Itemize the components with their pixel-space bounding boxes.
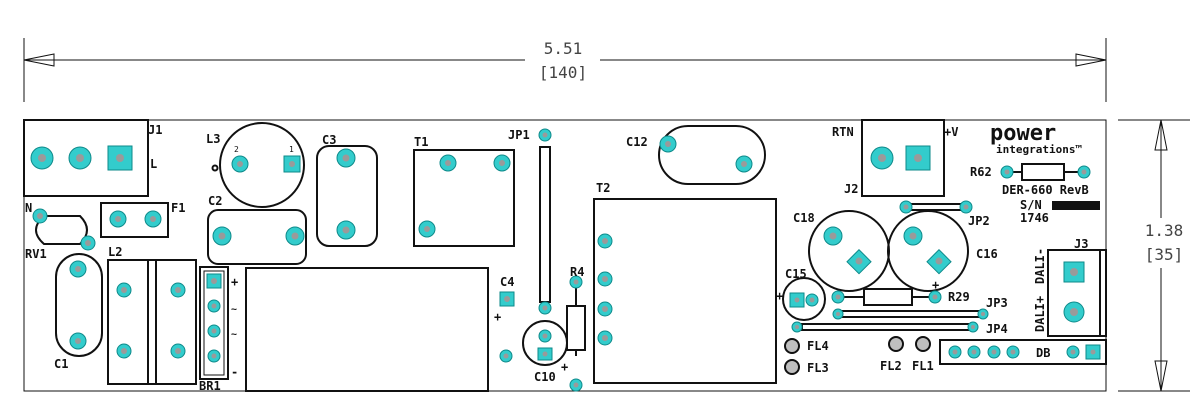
logo-integrations: integrations™ <box>996 143 1082 156</box>
label-c12: C12 <box>626 135 648 149</box>
c10-capacitor: + C10 <box>522 320 583 392</box>
c12-capacitor: C12 <box>626 125 766 185</box>
label-f1: F1 <box>171 201 185 215</box>
label-r62: R62 <box>970 165 992 179</box>
f1-fuse: F1 <box>100 201 185 238</box>
c4-capacitor: + C4 <box>494 275 515 363</box>
power-integrations-logo: power integrations™ <box>990 121 1082 156</box>
svg-text:+: + <box>776 289 783 303</box>
jp3-jumper: JP3 <box>832 296 1008 320</box>
jp4-jumper: JP4 <box>791 321 1008 336</box>
label-fl2: FL2 <box>880 359 902 373</box>
label-c10: C10 <box>534 370 556 384</box>
board-info: DER-660 RevB S/N 1746 <box>1002 183 1100 225</box>
label-fl1: FL1 <box>912 359 934 373</box>
label-j2: J2 <box>844 182 858 196</box>
logo-power: power <box>990 121 1056 146</box>
svg-text:~: ~ <box>231 304 237 315</box>
svg-text:+: + <box>932 278 939 292</box>
label-c16: C16 <box>976 247 998 261</box>
label-j1: J1 <box>148 123 162 137</box>
label-r29: R29 <box>948 290 970 304</box>
board-part: DER-660 RevB <box>1002 183 1089 197</box>
label-fl4: FL4 <box>807 339 829 353</box>
jp1-jumper: JP1 <box>508 128 552 315</box>
label-rtn: RTN <box>832 125 854 139</box>
label-l3: L3 <box>206 132 220 146</box>
label-plus-v: +V <box>944 125 958 139</box>
label-rv1: RV1 <box>25 247 47 261</box>
label-jp3: JP3 <box>986 296 1008 310</box>
label-jp4: JP4 <box>986 322 1008 336</box>
r4-resistor: R4 <box>566 265 586 356</box>
svg-text:+: + <box>561 360 568 374</box>
c3-capacitor: C3 <box>316 133 378 247</box>
svg-text:-: - <box>231 365 238 379</box>
label-jp1: JP1 <box>508 128 530 142</box>
label-l: L <box>150 157 157 171</box>
j3-connector: J3 DALI- DALI+ <box>1033 237 1107 337</box>
jp2-jumper: JP2 <box>899 200 990 228</box>
height-dimension: 1.38 [35] <box>1118 119 1190 392</box>
main-module-outline <box>245 267 489 392</box>
label-c1: C1 <box>54 357 68 371</box>
label-c15: C15 <box>785 267 807 281</box>
r62-resistor: R62 <box>970 163 1091 181</box>
label-t2: T2 <box>596 181 610 195</box>
label-l2: L2 <box>108 245 122 259</box>
j2-connector: RTN +V J2 <box>832 119 958 197</box>
l3-pin2: 2 <box>234 145 239 154</box>
label-n: N <box>25 201 32 215</box>
height-inches: 1.38 <box>1145 221 1184 240</box>
c2-capacitor: C2 <box>207 194 307 265</box>
label-dali-pos: DALI+ <box>1033 296 1047 332</box>
label-db: DB <box>1036 346 1050 360</box>
label-c4: C4 <box>500 275 514 289</box>
label-fl3: FL3 <box>807 361 829 375</box>
rv1-varistor: N RV1 <box>25 201 96 261</box>
label-c18: C18 <box>793 211 815 225</box>
t1-transformer: T1 <box>413 135 515 247</box>
svg-text:+: + <box>231 275 238 289</box>
t2-transformer: + T2 <box>593 181 783 384</box>
width-dimension: 5.51 [140] <box>23 38 1107 102</box>
label-c2: C2 <box>208 194 222 208</box>
fl-test-points: FL4 FL3 FL2 FL1 <box>784 336 934 375</box>
c15-capacitor: C15 <box>782 267 826 321</box>
l2-inductor: L2 <box>107 245 197 385</box>
l3-pin1: 1 <box>289 145 294 154</box>
label-dali-neg: DALI- <box>1033 248 1047 284</box>
br1-bridge: + ~ ~ - BR1 <box>199 266 238 393</box>
width-mm: [140] <box>539 63 587 82</box>
height-mm: [35] <box>1145 245 1184 264</box>
label-c3: C3 <box>322 133 336 147</box>
label-r4: R4 <box>570 265 584 279</box>
serial-label: S/N <box>1020 198 1042 212</box>
c1-capacitor: C1 <box>54 253 103 371</box>
label-jp2: JP2 <box>968 214 990 228</box>
svg-text:~: ~ <box>231 329 237 340</box>
date-code: 1746 <box>1020 211 1049 225</box>
c18-capacitor: C18 <box>793 210 890 292</box>
label-j3: J3 <box>1074 237 1088 251</box>
j1-connector: J1 L <box>23 119 162 197</box>
svg-text:+: + <box>494 310 501 324</box>
db-header: DB <box>939 339 1107 365</box>
label-br1: BR1 <box>199 379 221 393</box>
l3-inductor: 2 1 L3 <box>206 122 305 208</box>
width-inches: 5.51 <box>544 39 583 58</box>
r29-resistor: R29 <box>831 288 970 306</box>
label-t1: T1 <box>414 135 428 149</box>
